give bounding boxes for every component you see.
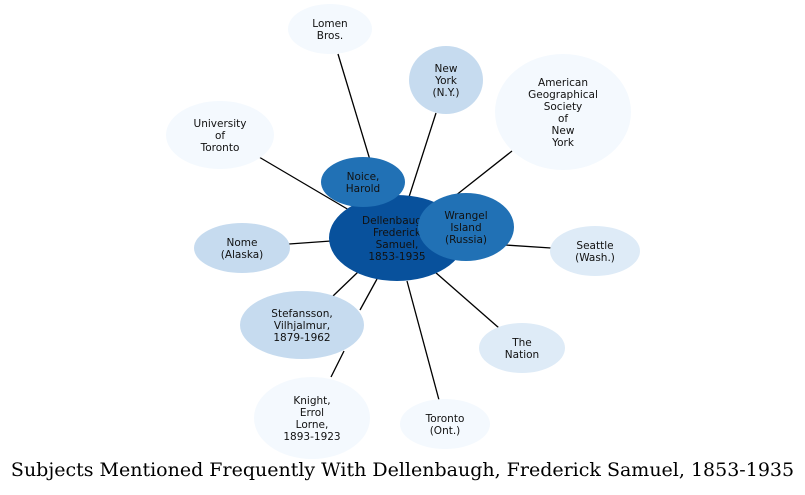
node-label-line: (Wash.) [575, 252, 615, 264]
node-label-line: Toronto [200, 142, 240, 154]
node-label-line: Errol [300, 407, 324, 419]
node-label-line: Stefansson, [271, 308, 332, 320]
node-label-line: American [538, 77, 588, 89]
node-label-line: Society [544, 101, 583, 113]
edges [258, 53, 552, 401]
node-label-line: Noice, [347, 171, 380, 183]
node-label-line: York [434, 75, 458, 87]
node-label: Noice,Harold [346, 171, 380, 195]
edge-line [337, 53, 371, 161]
node-ellipse [194, 223, 290, 273]
node-ellipse [321, 157, 405, 207]
node-ellipse [550, 226, 640, 276]
node-label-line: Lomen [312, 18, 347, 30]
node-ellipse [479, 323, 565, 373]
node-label-line: 1853-1935 [368, 251, 425, 263]
node-label: Toronto(Ont.) [425, 413, 465, 437]
node-label: Stefansson,Vilhjalmur,1879-1962 [271, 308, 332, 344]
edge-line [454, 150, 513, 197]
node-label-line: Seattle [576, 240, 613, 252]
node-label-line: (Ont.) [430, 425, 461, 437]
node-ellipse [495, 54, 631, 170]
node-seattle: Seattle(Wash.) [550, 226, 640, 276]
edge-line [258, 156, 350, 211]
edge-line [434, 271, 500, 329]
node-label-line: Geographical [528, 89, 598, 101]
node-nome: Nome(Alaska) [194, 223, 290, 273]
node-ellipse [288, 4, 372, 54]
node-label: Nome(Alaska) [221, 237, 264, 261]
node-noice: Noice,Harold [321, 157, 405, 207]
edge-line [504, 244, 552, 249]
node-label-line: Nation [505, 349, 539, 361]
node-stefansson: Stefansson,Vilhjalmur,1879-1962 [240, 291, 364, 359]
node-label-line: 1893-1923 [283, 431, 340, 443]
node-label-line: New [552, 125, 575, 137]
edge-line [332, 271, 359, 297]
edge-line [408, 112, 437, 198]
node-label-line: Toronto [425, 413, 465, 425]
node-label-line: Lorne, [296, 419, 329, 431]
diagram-title: Subjects Mentioned Frequently With Delle… [10, 459, 795, 481]
node-label-line: York [551, 137, 575, 149]
node-label-line: Samuel, [376, 239, 419, 251]
node-label-line: Bros. [317, 30, 344, 42]
node-label-line: Dellenbaugh, [362, 215, 432, 227]
node-label-line: Harold [346, 183, 380, 195]
edge-line [359, 278, 378, 311]
node-label-line: The [511, 337, 532, 349]
node-label-line: (Alaska) [221, 249, 264, 261]
edge-line [288, 240, 332, 245]
node-label-line: Frederick [373, 227, 422, 239]
node-label-line: (Russia) [445, 234, 487, 246]
node-ellipse [166, 101, 274, 169]
node-ellipse [254, 377, 370, 459]
node-label-line: Vilhjalmur, [274, 320, 330, 332]
node-label-line: University [194, 118, 247, 130]
node-label-line: Nome [227, 237, 258, 249]
node-label-line: Island [450, 222, 481, 234]
node-label-line: of [215, 130, 225, 142]
node-ellipse [240, 291, 364, 359]
edge-line [330, 350, 345, 378]
node-label-line: Knight, [293, 395, 330, 407]
node-label-line: Wrangel [444, 210, 487, 222]
edge-line [406, 280, 440, 401]
node-toronto-ont: Toronto(Ont.) [400, 399, 490, 449]
node-label-line: New [435, 63, 458, 75]
node-ellipse [409, 46, 483, 114]
node-ellipse [418, 193, 514, 261]
node-label-line: 1879-1962 [273, 332, 330, 344]
node-label-line: (N.Y.) [432, 87, 459, 99]
node-ellipse [400, 399, 490, 449]
node-label: Seattle(Wash.) [575, 240, 615, 264]
node-label-line: of [558, 113, 568, 125]
